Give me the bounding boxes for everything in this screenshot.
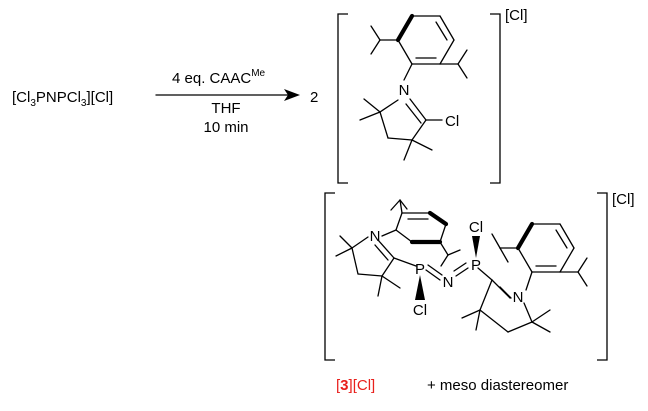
product2-cl1-atom: Cl <box>413 302 427 319</box>
product2-brackets <box>324 192 608 361</box>
dicaac-pnp-structure <box>335 199 588 333</box>
product1-cl-atom: Cl <box>445 113 459 130</box>
meso-note: + meso diastereomer <box>427 377 568 394</box>
product2-n3-atom: N <box>513 289 524 306</box>
product2-counterion: [Cl] <box>612 191 635 208</box>
product2-n2-atom: N <box>443 274 454 291</box>
product2-cl2-atom: Cl <box>469 219 483 236</box>
product2-p2-atom: P <box>471 257 481 274</box>
caac-cl-structure <box>359 13 468 161</box>
solvent-label: THF <box>211 100 240 117</box>
product2-p1-atom: P <box>415 261 425 278</box>
product1-brackets <box>337 13 501 184</box>
product1-coefficient: 2 <box>310 89 318 106</box>
product2-n1-atom: N <box>370 228 381 245</box>
reactant-formula: [Cl3PNPCl3][Cl] <box>12 89 113 109</box>
time-label: 10 min <box>203 119 248 136</box>
product1-counterion: [Cl] <box>505 7 528 24</box>
reaction-arrow <box>155 89 300 101</box>
product1-n-atom: N <box>399 82 410 99</box>
compound-label: [3][Cl] <box>336 377 375 394</box>
reagent-label: 4 eq. CAACMe <box>172 68 266 87</box>
